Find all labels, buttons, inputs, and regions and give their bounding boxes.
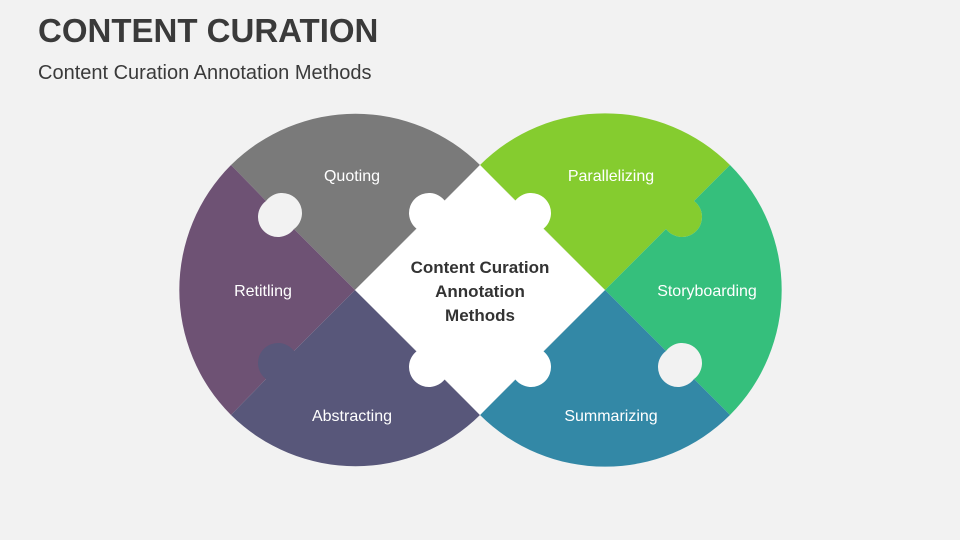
- label-storyboarding: Storyboarding: [657, 283, 757, 300]
- label-abstracting: Abstracting: [312, 408, 392, 425]
- center-piece: [355, 165, 605, 415]
- piece-abstracting: [231, 290, 480, 467]
- piece-retitling: [179, 165, 355, 415]
- center-line-1: Content Curation: [411, 258, 550, 277]
- center-line-3: Methods: [445, 306, 515, 325]
- label-quoting: Quoting: [324, 168, 380, 185]
- piece-storyboarding: [605, 165, 782, 415]
- piece-summarizing: [480, 290, 730, 467]
- page-title: CONTENT CURATION: [38, 12, 379, 49]
- center-line-2: Annotation: [435, 282, 525, 301]
- label-retitling: Retitling: [234, 283, 292, 300]
- page-subtitle: Content Curation Annotation Methods: [38, 62, 372, 84]
- piece-parallelizing: [480, 113, 730, 290]
- label-parallelizing: Parallelizing: [568, 168, 654, 185]
- label-summarizing: Summarizing: [564, 408, 657, 425]
- piece-quoting: [231, 113, 480, 290]
